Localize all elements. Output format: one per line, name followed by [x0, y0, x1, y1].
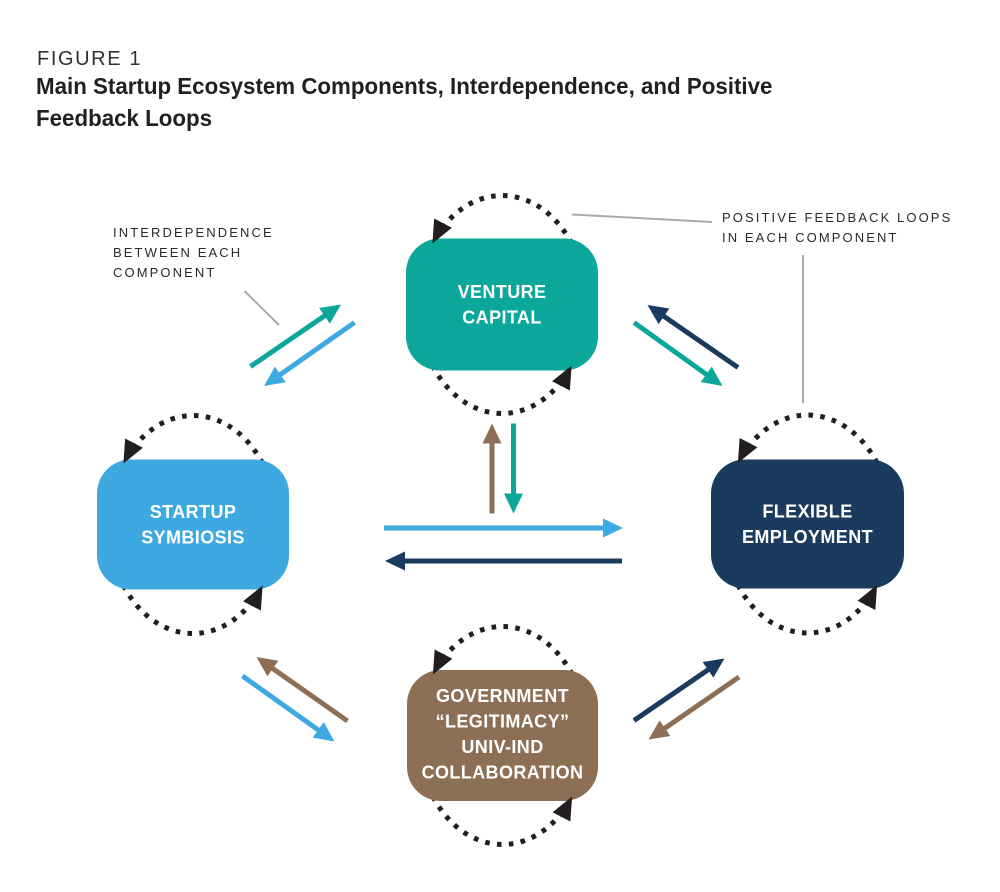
ring-arrowhead-government-top-left [432, 649, 453, 675]
arrow-shaft [660, 313, 740, 370]
node-label-government-line-2: “LEGITIMACY” [436, 712, 570, 732]
node-startup-symbiosis: STARTUP SYMBIOSIS [97, 413, 289, 636]
feedback-loop-ring-flexible-employment-top-arc [735, 412, 880, 465]
positive-feedback-annotation-line-1: POSITIVE FEEDBACK LOOPS [722, 210, 953, 225]
arrow-government-to-startup-symbiosis [256, 657, 349, 724]
node-label-flexible-employment-line-1: FLEXIBLE [762, 502, 852, 522]
ring-arrowhead-venture-capital-bottom-right [552, 365, 572, 391]
arrow-flexible-employment-to-venture-capital [647, 305, 740, 370]
arrow-startup-symbiosis-to-venture-capital [249, 304, 341, 369]
arrow-head [312, 722, 335, 742]
feedback-loop-ring-venture-capital-bottom-arc [430, 364, 574, 416]
node-venture-capital: VENTURE CAPITAL [406, 193, 598, 416]
arrow-head [504, 493, 523, 514]
node-label-government-line-1: GOVERNMENT [436, 686, 569, 706]
arrow-shaft [632, 666, 712, 723]
arrow-head [603, 518, 623, 538]
ring-arrowhead-startup-symbiosis-top-left [123, 438, 143, 464]
feedback-loop-ring-startup-symbiosis-top-arc [121, 413, 265, 465]
arrow-flexible-employment-to-government [648, 674, 741, 740]
positive-feedback-annotation-line-2: IN EACH COMPONENT [722, 230, 899, 245]
feedback-loop-ring-startup-symbiosis-bottom-arc [121, 584, 265, 636]
arrow-government-to-flexible-employment [632, 658, 725, 723]
arrow-shaft [269, 665, 349, 724]
arrow-flexible-employment-to-startup-symbiosis [385, 551, 622, 571]
node-box-startup-symbiosis [97, 459, 289, 590]
ring-arrowhead-startup-symbiosis-bottom-right [243, 585, 263, 611]
arrow-shaft [249, 312, 328, 369]
node-label-government-line-4: COLLABORATION [422, 763, 584, 783]
figure-title: Main Startup Ecosystem Components, Inter… [36, 71, 772, 134]
feedback-loop-ring-government-bottom-arc [430, 795, 575, 847]
interdependence-annotation-line-2: BETWEEN EACH [113, 245, 243, 260]
interdependence-annotation-line-1: INTERDEPENDENCE [113, 225, 274, 240]
node-flexible-employment: FLEXIBLE EMPLOYMENT [711, 412, 904, 636]
node-government-legitimacy: GOVERNMENT “LEGITIMACY” UNIV-IND COLLABO… [407, 624, 598, 847]
figure-title-line-2: Feedback Loops [36, 104, 213, 131]
arrow-shaft [632, 320, 710, 378]
arrow-head [700, 366, 723, 386]
feedback-loop-ring-government-top-arc [430, 624, 575, 676]
ring-arrowhead-flexible-employment-top-left [737, 437, 758, 463]
node-label-startup-symbiosis-line-1: STARTUP [150, 502, 236, 522]
arrow-startup-symbiosis-to-government [241, 673, 335, 742]
figure-label: FIGURE 1 [37, 47, 143, 70]
node-label-startup-symbiosis-line-2: SYMBIOSIS [141, 528, 245, 548]
node-box-government [407, 670, 598, 801]
node-box-flexible-employment [711, 459, 904, 589]
arrow-head [647, 305, 670, 325]
node-label-venture-capital-line-2: CAPITAL [462, 308, 541, 328]
arrow-head [648, 720, 671, 740]
node-label-flexible-employment-line-2: EMPLOYMENT [742, 527, 873, 547]
arrow-shaft [241, 673, 322, 734]
arrow-venture-capital-to-startup-symbiosis [264, 320, 356, 386]
positive-feedback-annotation: POSITIVE FEEDBACK LOOPS IN EACH COMPONEN… [722, 208, 952, 248]
interdependence-pointer-line [243, 290, 280, 326]
interdependence-annotation: INTERDEPENDENCE BETWEEN EACH COMPONENT [113, 223, 274, 283]
arrow-shaft [277, 320, 356, 378]
arrow-head [256, 657, 279, 677]
positive-feedback-pointer-line-to-venture-capital [571, 213, 713, 223]
feedback-loop-ring-venture-capital-top-arc [430, 193, 574, 245]
arrow-startup-symbiosis-to-flexible-employment [384, 518, 623, 538]
interdependence-annotation-line-3: COMPONENT [113, 265, 217, 280]
arrow-venture-capital-to-government [504, 423, 523, 514]
arrow-shaft [661, 674, 741, 732]
feedback-loop-ring-flexible-employment-bottom-arc [735, 583, 880, 636]
ring-arrowhead-government-bottom-right [552, 796, 573, 822]
node-label-government-line-3: UNIV-IND [461, 737, 543, 757]
arrow-head [385, 551, 405, 571]
ring-arrowhead-venture-capital-top-left [432, 218, 452, 244]
arrow-venture-capital-to-flexible-employment [632, 320, 723, 386]
arrow-head [702, 658, 725, 678]
figure-title-line-1: Main Startup Ecosystem Components, Inter… [36, 73, 773, 99]
ring-arrowhead-flexible-employment-bottom-right [857, 585, 878, 611]
node-box-venture-capital [406, 238, 598, 371]
arrow-government-to-venture-capital [482, 423, 502, 514]
arrow-head [264, 366, 286, 386]
arrow-head [482, 423, 502, 444]
node-label-venture-capital-line-1: VENTURE [458, 282, 547, 302]
arrow-head [319, 304, 341, 324]
